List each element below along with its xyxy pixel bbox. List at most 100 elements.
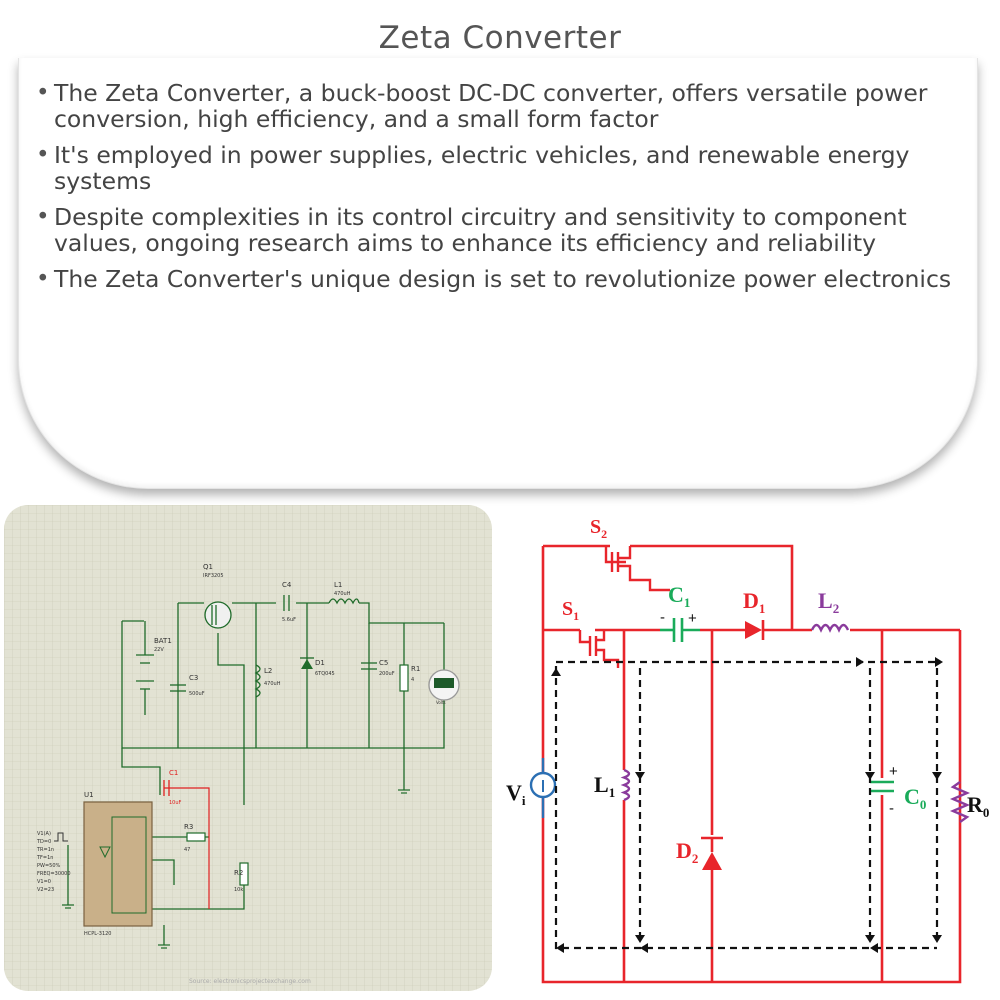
diode-d1-icon bbox=[300, 657, 314, 669]
simulation-schematic-svg: Q1 IRF3205 C4 5.6uF L1 470uH BAT1 22V C3… bbox=[4, 505, 492, 991]
switch-s2-icon bbox=[604, 546, 670, 592]
meter-label: Volts bbox=[436, 700, 446, 705]
arrow-icon bbox=[856, 657, 864, 667]
d1-label: D1 bbox=[315, 659, 325, 667]
arrow-icon bbox=[870, 943, 878, 953]
q1-part: IRF3205 bbox=[203, 573, 224, 579]
r1-label: R1 bbox=[411, 665, 420, 673]
bullet-dot-icon: • bbox=[36, 142, 50, 168]
bullet-text: The Zeta Converter, a buck-boost DC-DC c… bbox=[54, 79, 928, 133]
bullet-list: •The Zeta Converter, a buck-boost DC-DC … bbox=[34, 80, 974, 302]
sim-gate-wire bbox=[164, 787, 210, 909]
capacitor-c1-icon: - + bbox=[660, 609, 700, 642]
arrow-icon bbox=[932, 772, 942, 780]
bullet-dot-icon: • bbox=[36, 80, 50, 106]
arrow-icon bbox=[932, 935, 942, 943]
arrow-icon bbox=[635, 935, 645, 943]
r1-value: 4 bbox=[411, 677, 414, 683]
pulse-param: TR=1n bbox=[36, 847, 54, 853]
l2-value: 470uH bbox=[264, 681, 281, 687]
label-d2: D2 bbox=[676, 838, 698, 866]
bullet-dot-icon: • bbox=[36, 204, 50, 230]
svg-text:+: + bbox=[889, 763, 898, 780]
diode-d2-icon bbox=[701, 836, 723, 870]
c1-value: 10uF bbox=[169, 800, 182, 806]
source-credit: Source: electronicsprojectexchange.com bbox=[189, 978, 311, 985]
u1-part: HCPL-3120 bbox=[84, 931, 112, 937]
voltmeter-icon bbox=[428, 669, 460, 701]
pulse-param: TF=1n bbox=[36, 855, 53, 861]
resistor-r2-icon bbox=[239, 862, 249, 886]
r3-value: 47 bbox=[184, 847, 190, 853]
label-l2: L2 bbox=[818, 588, 839, 616]
pulse-param: V1=0 bbox=[37, 879, 51, 885]
pulse-param: PW=50% bbox=[37, 863, 61, 869]
capacitor-c1-icon bbox=[163, 780, 170, 796]
label-l1: L1 bbox=[594, 772, 615, 800]
capacitor-c3-icon bbox=[170, 684, 186, 692]
label-vi: Vi bbox=[506, 780, 526, 808]
bullet-dot-icon: • bbox=[36, 266, 50, 292]
c3-label: C3 bbox=[189, 674, 198, 682]
inductor-l1-icon bbox=[328, 598, 360, 605]
svg-text:+: + bbox=[688, 610, 697, 627]
zeta-topology-svg: - + + - bbox=[506, 516, 989, 984]
c5-label: C5 bbox=[379, 659, 388, 667]
pulse-source-params: V1(A) TD=0 TR=1n TF=1n PW=50% FREQ=30000… bbox=[36, 831, 71, 893]
resistor-r0-icon bbox=[949, 781, 971, 823]
l2-label: L2 bbox=[264, 667, 272, 675]
optocoupler-u1-icon bbox=[83, 801, 153, 927]
bullet-item: •The Zeta Converter, a buck-boost DC-DC … bbox=[34, 80, 974, 132]
c1-label: C1 bbox=[169, 769, 178, 777]
mosfet-q1-icon bbox=[204, 601, 232, 629]
bat1-value: 22V bbox=[154, 647, 164, 653]
bullet-item: •Despite complexities in its control cir… bbox=[34, 204, 974, 256]
bullet-text: Despite complexities in its control circ… bbox=[54, 203, 907, 257]
battery-icon bbox=[136, 621, 154, 715]
bat1-label: BAT1 bbox=[154, 637, 172, 645]
svg-text:-: - bbox=[889, 800, 894, 817]
l1-value: 470uH bbox=[334, 591, 351, 597]
arrow-icon bbox=[640, 943, 648, 953]
label-c1: C1 bbox=[668, 582, 690, 610]
content-card bbox=[18, 58, 978, 489]
q1-label: Q1 bbox=[203, 563, 213, 571]
bullet-item: •It's employed in power supplies, electr… bbox=[34, 142, 974, 194]
c4-value: 5.6uF bbox=[282, 617, 296, 623]
arrow-icon bbox=[865, 935, 875, 943]
svg-text:-: - bbox=[660, 609, 665, 626]
arrow-icon bbox=[551, 668, 561, 676]
current-path-dashed bbox=[554, 660, 939, 950]
arrow-icon bbox=[556, 943, 564, 953]
bullet-text: It's employed in power supplies, electri… bbox=[54, 141, 910, 195]
pulse-param: FREQ=30000 bbox=[37, 871, 71, 877]
bullet-item: •The Zeta Converter's unique design is s… bbox=[34, 266, 974, 292]
inductor-l2-icon bbox=[810, 623, 850, 633]
switch-s1-icon bbox=[578, 630, 620, 668]
label-s1: S1 bbox=[562, 598, 579, 623]
voltage-source-icon bbox=[529, 758, 557, 818]
u1-label: U1 bbox=[84, 791, 94, 799]
resistor-r1-icon bbox=[399, 664, 409, 692]
c5-value: 200uF bbox=[379, 671, 395, 677]
arrow-icon bbox=[635, 772, 645, 780]
r3-label: R3 bbox=[184, 823, 193, 831]
page-title: Zeta Converter bbox=[378, 20, 622, 56]
capacitor-c5-icon bbox=[361, 662, 377, 670]
arrow-icon bbox=[935, 657, 943, 667]
pulse-param: V1(A) bbox=[37, 831, 51, 837]
arrow-icon bbox=[865, 772, 875, 780]
zeta-topology-schematic: - + + - bbox=[500, 500, 996, 996]
pulse-param: TD=0 bbox=[36, 839, 51, 845]
inductor-l2-icon bbox=[254, 664, 261, 698]
c3-value: 500uF bbox=[189, 691, 205, 697]
r2-value: 10k bbox=[234, 887, 243, 893]
ground-icon bbox=[62, 789, 410, 949]
l1-label: L1 bbox=[334, 581, 342, 589]
bullet-text: The Zeta Converter's unique design is se… bbox=[54, 265, 952, 293]
simulation-schematic: Q1 IRF3205 C4 5.6uF L1 470uH BAT1 22V C3… bbox=[4, 505, 492, 991]
current-direction-arrows bbox=[551, 657, 943, 953]
c4-label: C4 bbox=[282, 581, 292, 589]
pulse-source-icon bbox=[54, 832, 68, 842]
sim-wires bbox=[67, 602, 445, 945]
